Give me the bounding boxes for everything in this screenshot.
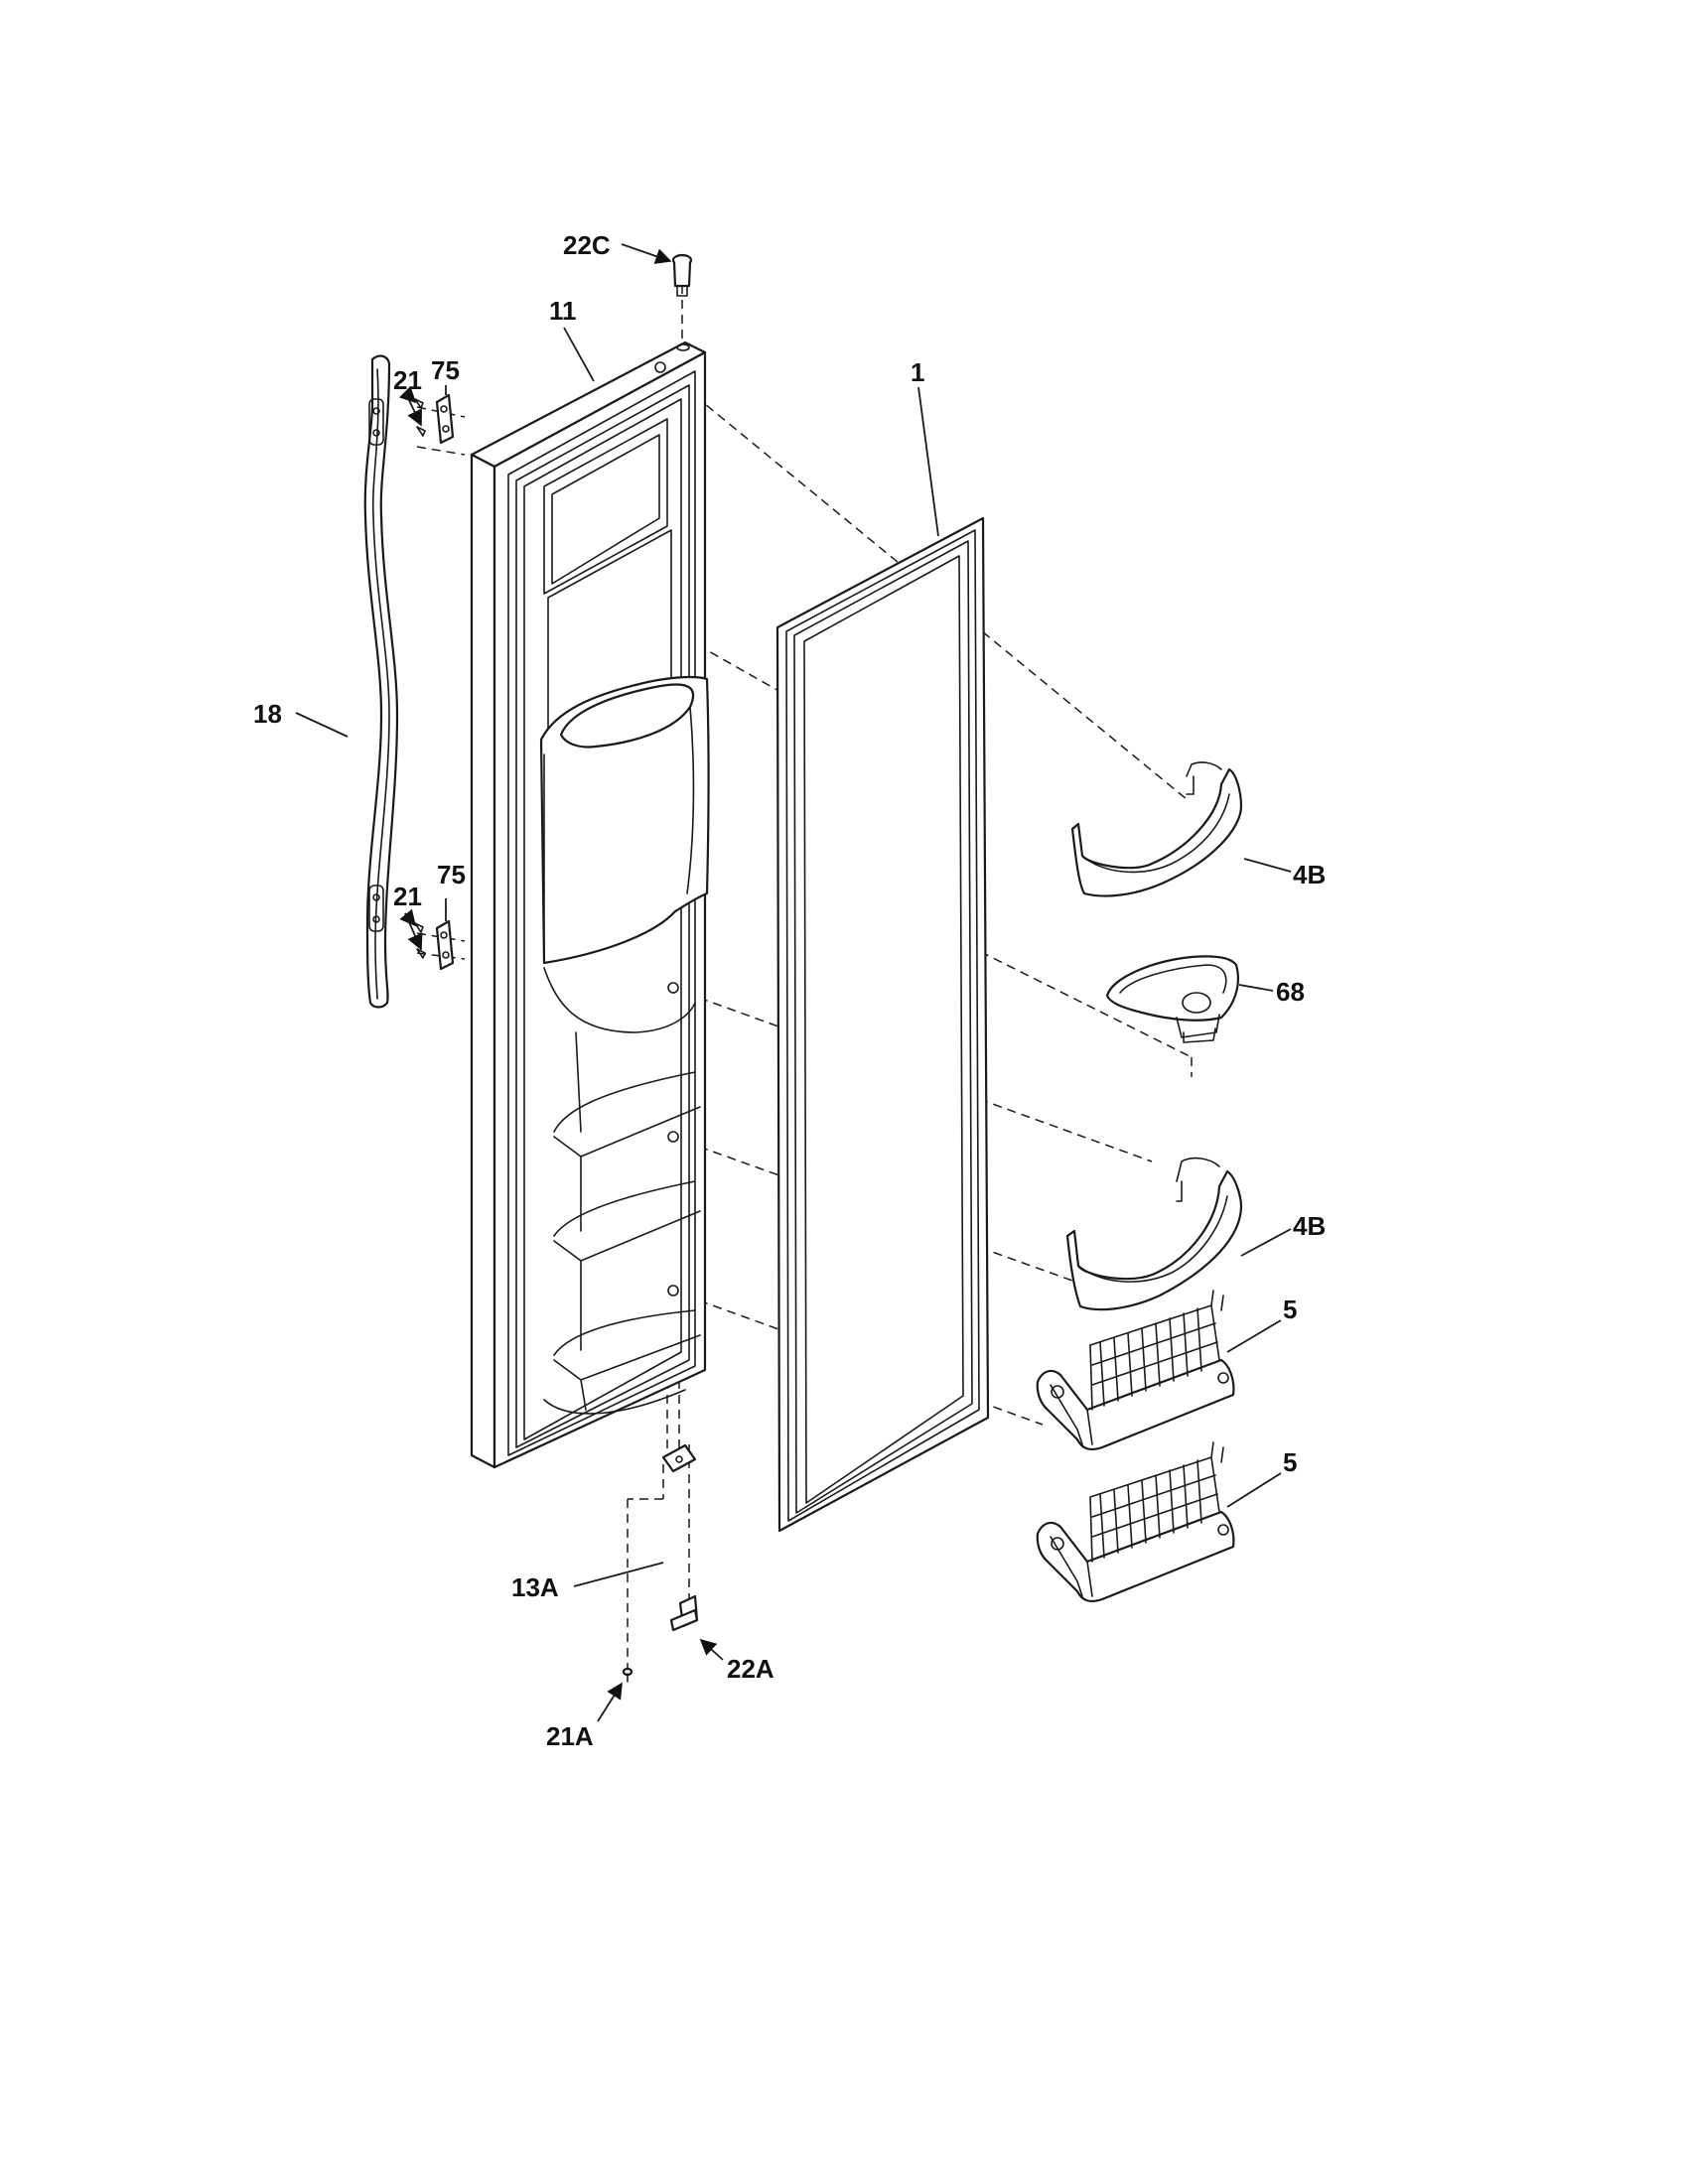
callout-21A: 21A	[546, 1721, 594, 1751]
callout-5-top: 5	[1283, 1295, 1297, 1324]
callout-4B-top: 4B	[1293, 860, 1326, 889]
door-handle	[363, 354, 399, 1009]
callout-75-bottom: 75	[437, 860, 466, 889]
callout-11: 11	[549, 296, 577, 326]
refrigerator-door	[470, 341, 710, 1469]
callout-1: 1	[911, 357, 924, 387]
callout-4B-bottom: 4B	[1293, 1211, 1326, 1241]
callout-18: 18	[253, 699, 282, 729]
wire-basket-lower	[1036, 1441, 1235, 1602]
callout-labels: 22C 11 1 75 21 18 75 21 4B 68 4B 5 5 13A…	[253, 230, 1326, 1751]
leader-lines	[295, 243, 1292, 1722]
handle-mount-block-top	[435, 393, 455, 445]
door-bin-middle	[1065, 1157, 1243, 1311]
wire-basket-upper	[1036, 1290, 1235, 1450]
callout-21-bottom: 21	[393, 882, 422, 911]
handle-mount-block-bottom	[435, 919, 455, 971]
callout-22A: 22A	[727, 1654, 774, 1684]
callout-68: 68	[1276, 977, 1305, 1007]
door-gasket	[775, 516, 990, 1533]
bottom-hinge-bracket	[661, 1443, 697, 1473]
callout-5-bottom: 5	[1283, 1447, 1297, 1477]
dispenser-funnel	[1105, 955, 1239, 1043]
callout-22C: 22C	[563, 230, 611, 260]
handle-screws-top	[414, 398, 426, 437]
top-hinge-bushing	[671, 253, 693, 297]
handle-screws-bottom	[414, 922, 426, 959]
door-bin-upper	[1070, 761, 1243, 897]
callout-75-top: 75	[431, 355, 460, 385]
callout-21-top: 21	[393, 365, 422, 395]
bottom-hinge-pin	[669, 1594, 699, 1632]
hinge-screw	[622, 1667, 633, 1683]
callout-13A: 13A	[511, 1572, 559, 1602]
